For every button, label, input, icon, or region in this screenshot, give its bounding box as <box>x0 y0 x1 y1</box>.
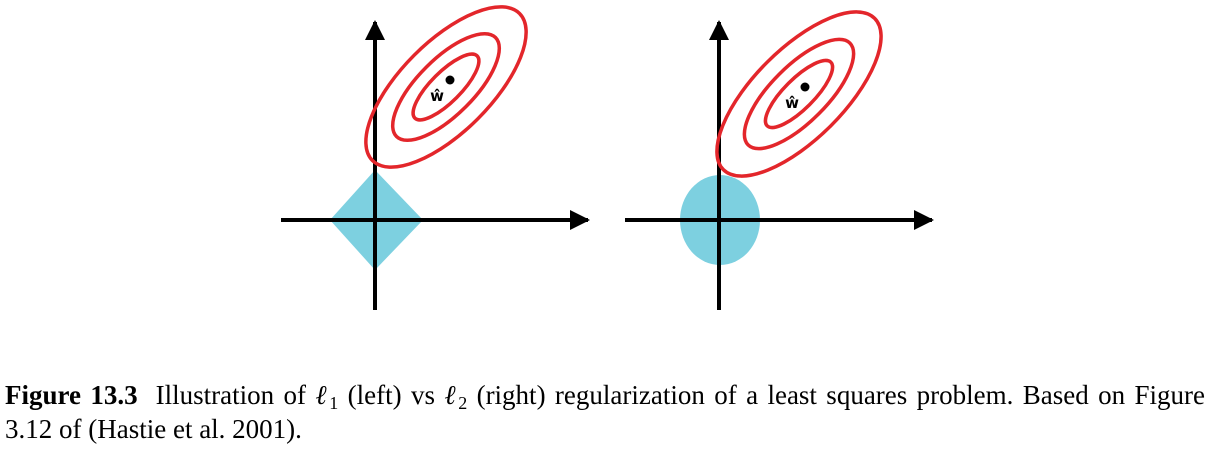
right-panel-l2: ŵ <box>625 10 934 310</box>
left-estimate-point <box>445 75 455 85</box>
right-contour-inner <box>763 58 835 130</box>
left-contour-outer <box>364 5 528 169</box>
left-contour-ellipses <box>364 5 528 169</box>
l2-norm-symbol: ℓ <box>444 380 459 410</box>
left-contour-middle <box>390 31 502 143</box>
caption-text-1: Illustration of <box>155 380 316 410</box>
regularization-figure: ŵ ŵ <box>281 5 934 310</box>
left-panel-l1: ŵ <box>281 5 590 310</box>
l1-norm-symbol: ℓ <box>315 380 330 410</box>
figure-label: Figure 13.3 <box>5 380 138 410</box>
l2-norm-subscript: 2 <box>458 393 468 413</box>
left-estimate-label: ŵ <box>430 87 444 105</box>
right-contour-ellipses <box>715 10 883 178</box>
right-estimate-label: ŵ <box>785 94 799 112</box>
right-contour-middle <box>742 37 856 151</box>
right-contour-outer <box>715 10 883 178</box>
caption-text-3: (right) regularization of a least square… <box>5 380 1205 444</box>
right-estimate-point <box>800 82 810 92</box>
left-contour-inner <box>411 52 481 122</box>
caption-text-2: (left) vs <box>338 380 445 410</box>
l1-norm-subscript: 1 <box>329 393 339 413</box>
